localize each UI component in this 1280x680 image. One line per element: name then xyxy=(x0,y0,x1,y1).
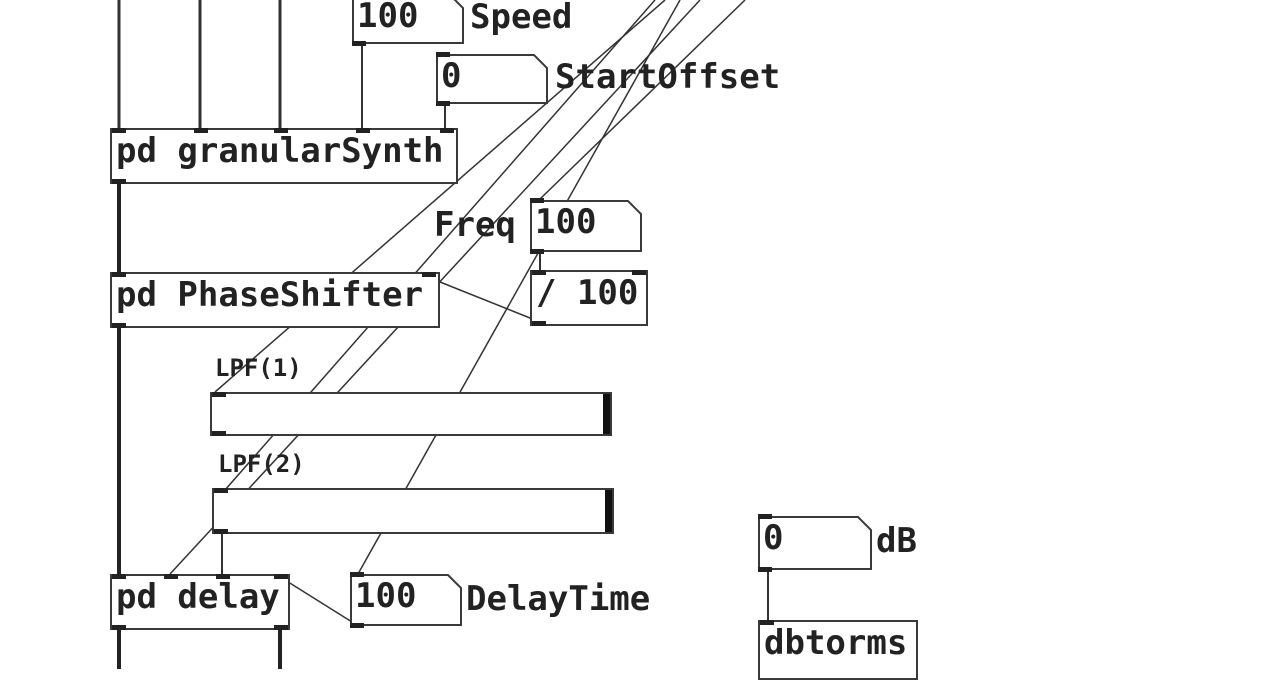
delaytime-outlet[interactable] xyxy=(350,623,364,628)
freq-outlet[interactable] xyxy=(530,249,544,254)
dbtorms-inlet[interactable] xyxy=(760,620,774,625)
speed-outlet[interactable] xyxy=(352,41,366,46)
delay-inlet-4[interactable] xyxy=(274,574,288,579)
freq-inlet[interactable] xyxy=(530,198,544,203)
lpf2-label: LPF(2) xyxy=(218,450,305,478)
delay-inlet-3[interactable] xyxy=(216,574,230,579)
divide-object[interactable]: / 100 xyxy=(530,270,648,326)
delaytime-value: 100 xyxy=(355,576,417,616)
delaytime-label: DelayTime xyxy=(466,579,651,619)
granular-inlet-1[interactable] xyxy=(112,128,126,133)
db-outlet[interactable] xyxy=(758,567,772,572)
startoffset-label: StartOffset xyxy=(555,57,781,97)
divide-inlet-left[interactable] xyxy=(532,270,546,275)
phase-shifter-text: pd PhaseShifter xyxy=(116,275,424,315)
speed-label: Speed xyxy=(470,0,573,37)
lpf1-inlet[interactable] xyxy=(212,392,226,397)
freq-value: 100 xyxy=(535,202,597,242)
cord-div-phaseshifter xyxy=(429,277,536,321)
startoffset-number[interactable]: 0 xyxy=(436,52,548,106)
granular-inlet-2[interactable] xyxy=(194,128,208,133)
dbtorms-object[interactable]: dbtorms xyxy=(758,620,918,680)
phaseshifter-outlet[interactable] xyxy=(112,323,126,328)
lpf2-slider[interactable] xyxy=(212,488,614,534)
lpf1-slider-knob[interactable] xyxy=(603,394,610,434)
delaytime-number[interactable]: 100 xyxy=(350,572,462,628)
speed-value: 100 xyxy=(357,0,419,36)
delay-text: pd delay xyxy=(116,577,280,617)
db-label: dB xyxy=(876,521,917,561)
db-inlet[interactable] xyxy=(758,514,772,519)
db-value: 0 xyxy=(763,518,784,558)
granular-synth-object[interactable]: pd granularSynth xyxy=(110,128,458,184)
delay-object[interactable]: pd delay xyxy=(110,574,290,630)
freq-label: Freq xyxy=(434,205,516,245)
divide-text: / 100 xyxy=(536,273,639,313)
delay-outlet-right[interactable] xyxy=(274,625,288,630)
dbtorms-text: dbtorms xyxy=(764,623,908,663)
phaseshifter-inlet-right[interactable] xyxy=(422,272,436,277)
granular-inlet-3[interactable] xyxy=(274,128,288,133)
granular-synth-text: pd granularSynth xyxy=(116,131,444,171)
lpf1-outlet[interactable] xyxy=(212,431,226,436)
lpf1-slider[interactable] xyxy=(210,392,612,436)
divide-inlet-right[interactable] xyxy=(632,270,646,275)
delay-inlet-1[interactable] xyxy=(112,574,126,579)
phaseshifter-inlet-left[interactable] xyxy=(112,272,126,277)
speed-number[interactable]: 100 xyxy=(352,0,464,46)
granular-outlet[interactable] xyxy=(112,179,126,184)
lpf2-inlet[interactable] xyxy=(214,488,228,493)
lpf1-label: LPF(1) xyxy=(215,354,302,382)
lpf2-outlet[interactable] xyxy=(214,529,228,534)
phase-shifter-object[interactable]: pd PhaseShifter xyxy=(110,272,440,328)
freq-number[interactable]: 100 xyxy=(530,198,642,254)
delay-outlet-left[interactable] xyxy=(112,625,126,630)
startoffset-inlet[interactable] xyxy=(436,52,450,57)
startoffset-outlet[interactable] xyxy=(436,101,450,106)
granular-inlet-4[interactable] xyxy=(356,128,370,133)
cord-delay-delaytime xyxy=(284,579,353,623)
db-number[interactable]: 0 xyxy=(758,514,872,572)
delaytime-inlet[interactable] xyxy=(350,572,364,577)
startoffset-value: 0 xyxy=(441,56,462,96)
lpf2-slider-knob[interactable] xyxy=(605,490,612,532)
divide-outlet[interactable] xyxy=(532,321,546,326)
granular-inlet-5[interactable] xyxy=(440,128,454,133)
delay-inlet-2[interactable] xyxy=(164,574,178,579)
